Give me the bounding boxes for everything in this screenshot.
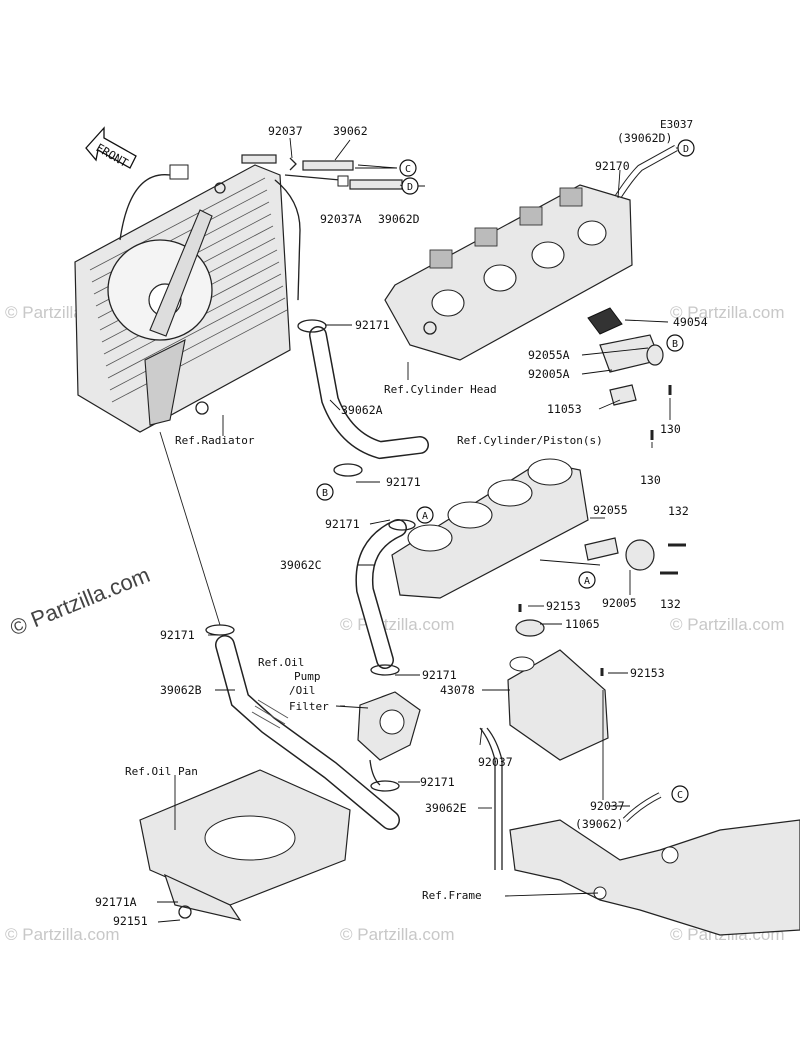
svg-text:D: D bbox=[407, 182, 413, 193]
ref-oil-pan: Ref.Oil Pan bbox=[125, 765, 198, 778]
svg-text:D: D bbox=[683, 144, 689, 155]
part-number: 11065 bbox=[565, 617, 600, 631]
svg-text:A: A bbox=[584, 576, 590, 587]
part-number: 49054 bbox=[673, 315, 708, 329]
part-number: 92037 bbox=[590, 799, 625, 813]
part-labels: 92037 39062 92037A 39062D (39062D) 92170… bbox=[95, 124, 708, 928]
part-number: 92171 bbox=[422, 668, 457, 682]
part-number: 39062B bbox=[160, 683, 202, 697]
part-number: 39062E bbox=[425, 801, 467, 815]
watermark: © Partzilla.com bbox=[5, 925, 120, 944]
part-number: 92153 bbox=[630, 666, 665, 680]
watermark: © Partzilla.com bbox=[670, 303, 785, 322]
thermostat-drawing bbox=[587, 307, 672, 440]
ref-oil-pump: /Oil bbox=[289, 684, 316, 697]
callout-a-2: A bbox=[578, 571, 596, 589]
part-number: 11053 bbox=[547, 402, 582, 416]
part-number: 132 bbox=[660, 597, 681, 611]
callout-a-1: A bbox=[416, 506, 434, 524]
front-arrow-icon: FRONT bbox=[85, 126, 137, 170]
ref-oil-pump: Filter bbox=[289, 700, 329, 713]
watermark: © Partzilla.com bbox=[340, 615, 455, 634]
svg-text:B: B bbox=[322, 488, 328, 499]
cylinder-head-drawing bbox=[384, 184, 633, 361]
hose-39062C bbox=[355, 519, 416, 676]
part-number: 92055A bbox=[528, 348, 570, 362]
watermark: © Partzilla.com bbox=[340, 925, 455, 944]
part-number: 39062A bbox=[341, 403, 383, 417]
part-number: 92037 bbox=[478, 755, 513, 769]
watermark: © Partzilla.com bbox=[670, 615, 785, 634]
radiator-drawing bbox=[74, 164, 301, 433]
part-number: 39062D bbox=[378, 212, 420, 226]
callout-b-2: B bbox=[316, 483, 334, 501]
ref-cylinder-piston: Ref.Cylinder/Piston(s) bbox=[457, 434, 603, 447]
hose-39062B bbox=[159, 431, 400, 830]
part-number: 92055 bbox=[593, 503, 628, 517]
svg-text:C: C bbox=[405, 164, 411, 175]
part-number: 92171 bbox=[420, 775, 455, 789]
part-number: 92037A bbox=[320, 212, 362, 226]
part-number: 92153 bbox=[546, 599, 581, 613]
part-number: (39062) bbox=[575, 817, 623, 831]
part-number: 43078 bbox=[440, 683, 475, 697]
part-number: 39062 bbox=[333, 124, 368, 138]
leader-lines bbox=[157, 137, 684, 923]
callout-c-1: C bbox=[399, 159, 417, 177]
part-number: 92171A bbox=[95, 895, 137, 909]
part-number: 92005A bbox=[528, 367, 570, 381]
part-number: 92151 bbox=[113, 914, 148, 928]
ref-oil-pump: Pump bbox=[294, 670, 321, 683]
part-number: (39062D) bbox=[617, 131, 672, 145]
callout-d-1: D bbox=[401, 177, 419, 195]
frame-drawing bbox=[509, 792, 800, 936]
part-number: 92171 bbox=[325, 517, 360, 531]
water-pump-drawing bbox=[357, 691, 421, 786]
callout-b-1: B bbox=[666, 334, 684, 352]
ref-oil-pump: Ref.Oil bbox=[258, 656, 304, 669]
part-number: 39062C bbox=[280, 558, 322, 572]
cylinder-block-drawing bbox=[391, 458, 686, 599]
svg-text:A: A bbox=[422, 511, 428, 522]
callout-d-2: D bbox=[677, 139, 695, 157]
part-number: 92037 bbox=[268, 124, 303, 138]
diagram-code: E3037 bbox=[660, 118, 693, 131]
ref-radiator: Ref.Radiator bbox=[175, 434, 255, 447]
part-number: 92170 bbox=[595, 159, 630, 173]
oil-pan-drawing bbox=[139, 769, 351, 921]
svg-text:C: C bbox=[677, 790, 683, 801]
part-number: 92171 bbox=[160, 628, 195, 642]
part-number: 130 bbox=[660, 422, 681, 436]
hose-39062A bbox=[297, 319, 429, 477]
top-hoses bbox=[241, 154, 404, 190]
part-number: 130 bbox=[640, 473, 661, 487]
ref-frame: Ref.Frame bbox=[422, 889, 482, 902]
part-number: 92171 bbox=[355, 318, 390, 332]
watermark-main: © Partzilla.com bbox=[7, 562, 154, 641]
part-number: 92171 bbox=[386, 475, 421, 489]
part-number: 92005 bbox=[602, 596, 637, 610]
callout-c-2: C bbox=[671, 785, 689, 803]
part-number: 132 bbox=[668, 504, 689, 518]
reservoir-tank-drawing bbox=[479, 604, 609, 870]
ref-cylinder-head: Ref.Cylinder Head bbox=[384, 383, 497, 396]
svg-text:B: B bbox=[672, 339, 678, 350]
